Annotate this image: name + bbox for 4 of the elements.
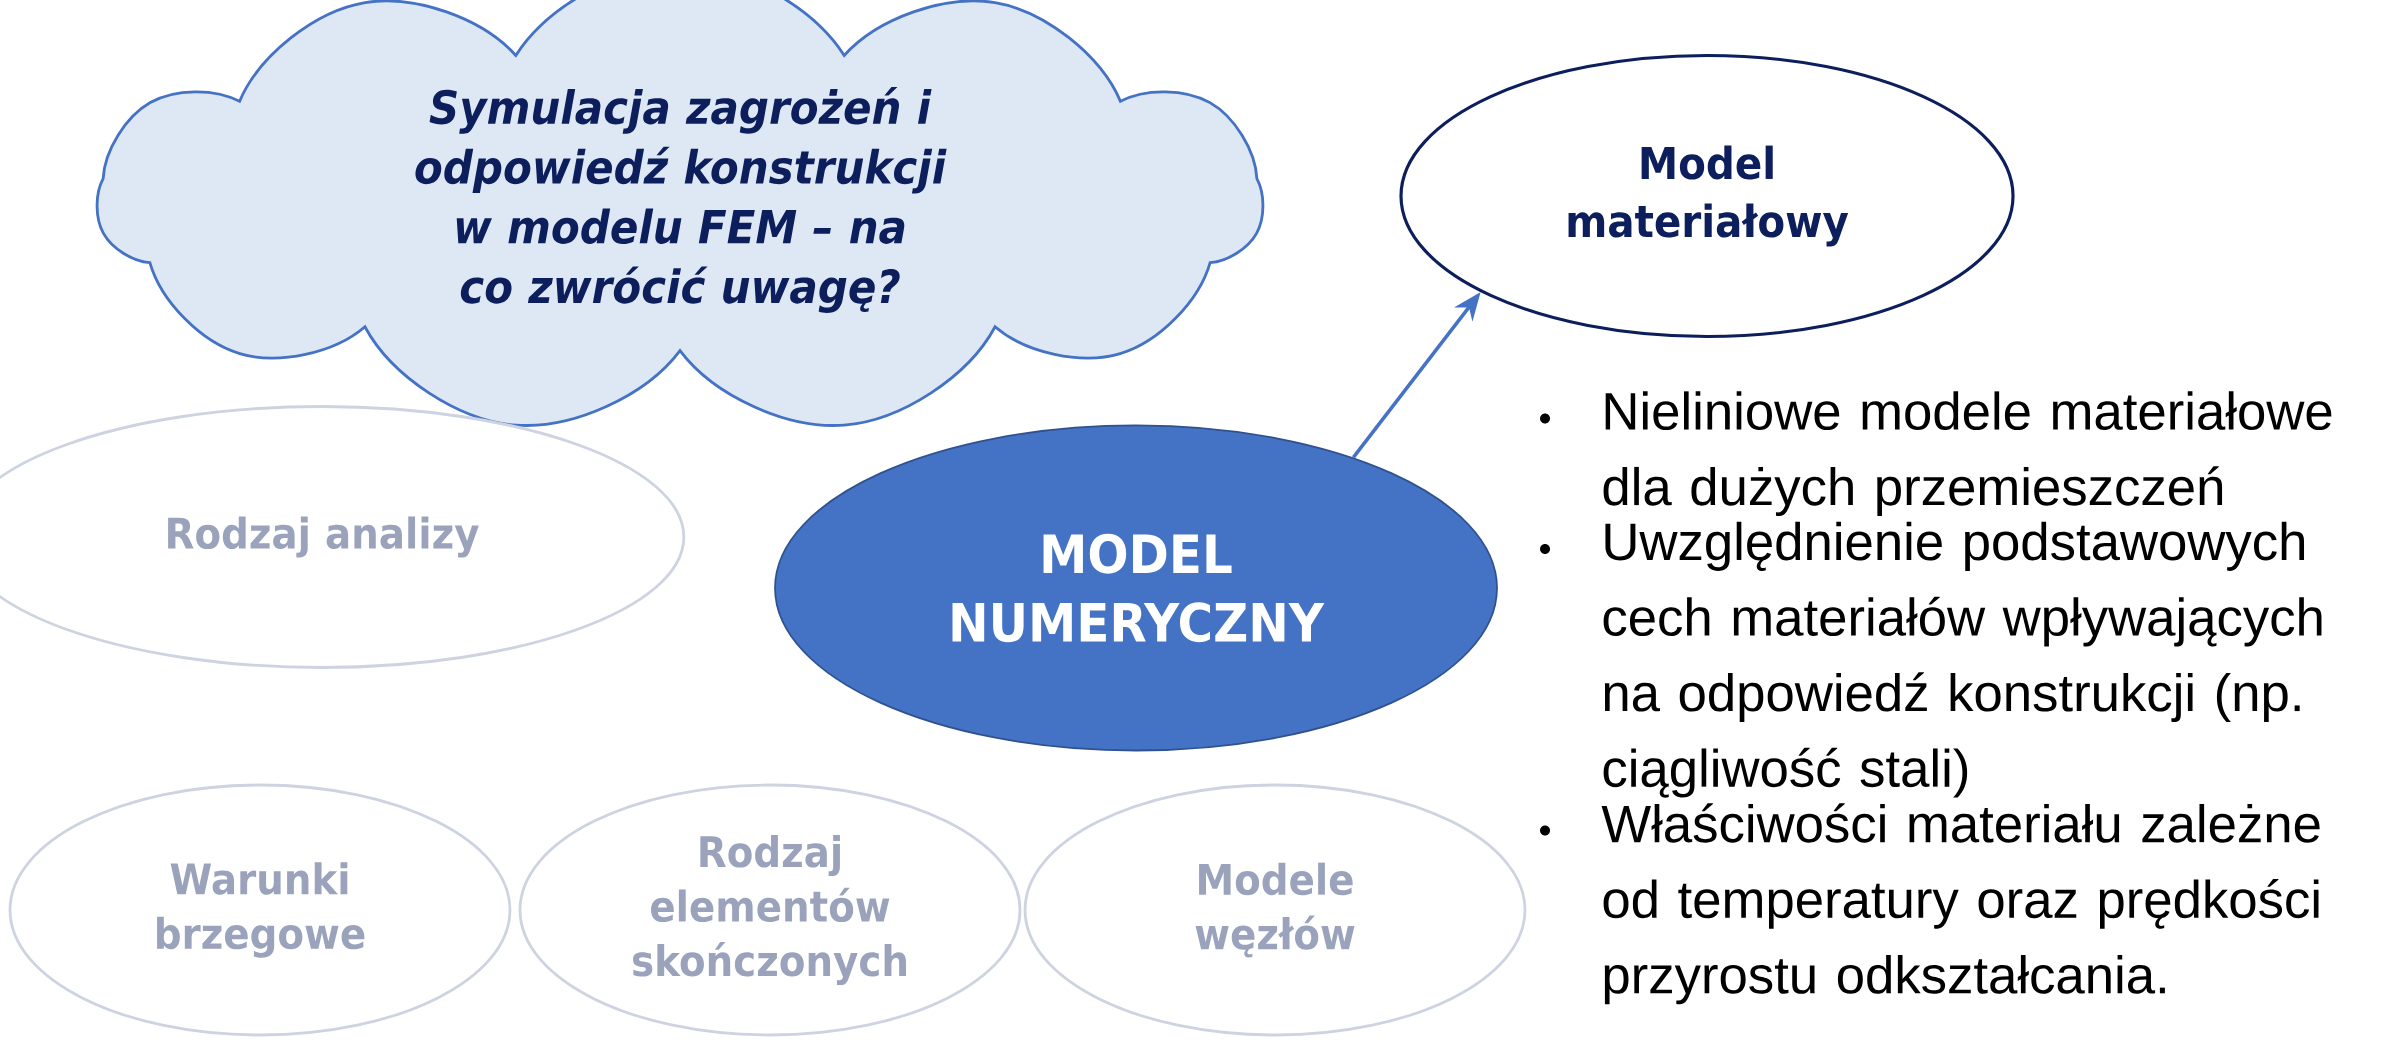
bullet-item: Nieliniowe modele materiałowe dla dużych przemieszczeń — [1540, 391, 2332, 517]
thought-cloud: Symulacja zagrożeń i odpowiedź konstrukcji w modelu FEM – na co zwrócić uwagę? — [95, 0, 1265, 427]
bullet-item: Właściwości materiału zależne od temperatury oraz prędkości przyrostu odkształcania. — [1540, 803, 2320, 1005]
bullet-item: Uwzględnienie podstawowych cech materiałów wpływających na odpowiedź konstrukcji (np. ciągliwość stali) — [1540, 521, 2322, 798]
